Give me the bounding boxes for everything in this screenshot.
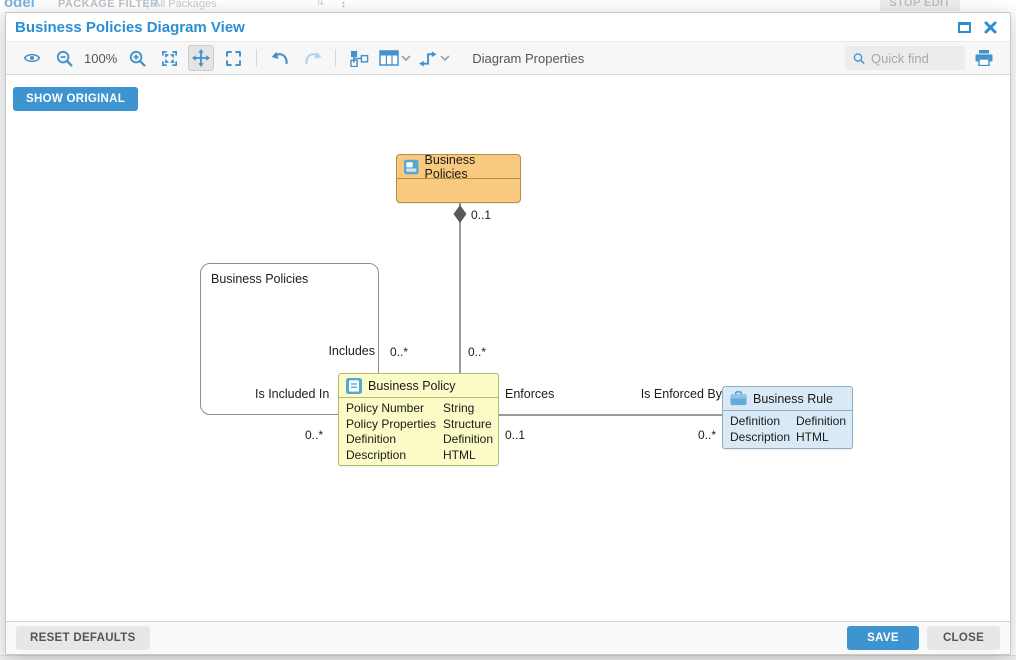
overflow-menu-icon: ⋮ <box>338 0 349 9</box>
dialog-title: Business Policies Diagram View <box>15 19 948 36</box>
package-icon <box>404 159 419 175</box>
aggregation-diamond-icon <box>453 205 467 223</box>
attribute-type: Structure <box>443 417 498 433</box>
show-original-button[interactable]: SHOW ORIGINAL <box>13 87 138 111</box>
background-app-bar: odel PACKAGE FILTER | All Packages ⇅ ⋮ S… <box>0 0 1016 12</box>
diagram-toolbar: 100% <box>6 42 1010 75</box>
connector-style-icon <box>419 50 438 67</box>
visibility-button[interactable] <box>19 45 45 71</box>
entity-title: Business Policy <box>368 379 456 393</box>
document-icon <box>346 378 362 394</box>
background-app-name-fragment: odel <box>4 0 35 11</box>
zoom-out-icon <box>56 50 73 67</box>
entity-title: Business Rule <box>753 392 833 406</box>
chevron-down-icon <box>401 55 411 61</box>
redo-icon <box>303 51 322 65</box>
reset-defaults-button[interactable]: RESET DEFAULTS <box>16 626 150 650</box>
print-button[interactable] <box>971 45 997 71</box>
close-button[interactable] <box>980 17 1000 37</box>
attribute-name: Policy Number <box>346 401 443 417</box>
sort-icon: ⇅ <box>316 0 324 8</box>
package-filter-label: PACKAGE FILTER <box>58 0 159 10</box>
move-icon <box>192 49 210 67</box>
entity-title: Business Policies <box>425 154 513 181</box>
diagram-view-dialog: Business Policies Diagram View 100% <box>5 12 1011 655</box>
search-icon <box>853 51 865 66</box>
attribute-row: Description HTML <box>346 448 498 464</box>
fit-to-screen-button[interactable] <box>156 45 182 71</box>
dialog-footer: RESET DEFAULTS SAVE CLOSE <box>6 621 1010 654</box>
redo-button[interactable] <box>299 45 325 71</box>
attribute-name: Definition <box>346 432 443 448</box>
print-icon <box>975 50 993 66</box>
undo-button[interactable] <box>267 45 293 71</box>
save-button[interactable]: SAVE <box>847 626 919 650</box>
attribute-name: Definition <box>730 414 796 430</box>
attribute-type: HTML <box>796 430 852 446</box>
entity-business-policies[interactable]: Business Policies <box>396 154 521 203</box>
attribute-row: Definition Definition <box>730 414 852 430</box>
attribute-row: Definition Definition <box>346 432 498 448</box>
pan-move-button[interactable] <box>188 45 214 71</box>
cardinality-contains: 0..* <box>468 345 486 359</box>
attribute-row: Policy Number String <box>346 401 498 417</box>
cardinality-enforces: 0..1 <box>505 428 525 442</box>
cardinality-includes: 0..* <box>390 345 408 359</box>
package-filter-separator: | <box>146 0 149 10</box>
toolbar-separator <box>256 49 257 67</box>
quick-find-box[interactable] <box>845 46 965 70</box>
background-bottom-edge <box>0 655 1016 660</box>
marquee-select-icon <box>226 51 241 66</box>
entity-business-rule[interactable]: Business Rule Definition Definition Desc… <box>722 386 853 449</box>
attribute-type: Definition <box>796 414 852 430</box>
table-view-icon <box>379 50 399 66</box>
relationship-label-enforces: Enforces <box>505 387 554 401</box>
stop-edit-button: STOP EDIT <box>880 0 960 11</box>
maximize-icon <box>958 22 971 33</box>
subject-area-label: Business Policies <box>211 272 308 286</box>
package-filter-value: All Packages <box>153 0 217 10</box>
undo-icon <box>271 51 290 65</box>
zoom-in-button[interactable] <box>124 45 150 71</box>
diagram-properties-button[interactable]: Diagram Properties <box>472 51 584 66</box>
briefcase-icon <box>730 391 747 406</box>
close-icon <box>984 21 997 34</box>
close-dialog-button[interactable]: CLOSE <box>927 626 1000 650</box>
auto-layout-button[interactable] <box>346 45 372 71</box>
auto-layout-icon <box>350 50 369 67</box>
relationship-line-enforces[interactable] <box>499 414 722 416</box>
relationship-label-is-enforced-by: Is Enforced By <box>634 387 722 401</box>
attribute-type: Definition <box>443 432 498 448</box>
relationship-label-includes: Includes <box>260 344 375 358</box>
zoom-out-button[interactable] <box>51 45 77 71</box>
attribute-name: Description <box>730 430 796 446</box>
relationship-label-is-included-in: Is Included In <box>255 387 329 401</box>
maximize-button[interactable] <box>954 17 974 37</box>
diagram-canvas[interactable]: SHOW ORIGINAL Business Policies 0..1 Inc… <box>6 75 1010 621</box>
attribute-row: Policy Properties Structure <box>346 417 498 433</box>
zoom-in-icon <box>129 50 146 67</box>
zoom-level-display: 100% <box>84 51 117 66</box>
quick-find-input[interactable] <box>871 51 957 66</box>
fit-to-screen-icon <box>160 49 179 68</box>
table-view-button[interactable] <box>378 45 412 71</box>
attribute-name: Policy Properties <box>346 417 443 433</box>
attribute-type: String <box>443 401 498 417</box>
cardinality-is-enforced-by: 0..* <box>688 428 716 442</box>
marquee-select-button[interactable] <box>220 45 246 71</box>
cardinality-aggregation: 0..1 <box>471 208 491 222</box>
eye-icon <box>23 51 41 65</box>
attribute-row: Description HTML <box>730 430 852 446</box>
attribute-type: HTML <box>443 448 498 464</box>
relationship-line-vertical[interactable] <box>459 203 461 373</box>
attribute-name: Description <box>346 448 443 464</box>
entity-business-policy[interactable]: Business Policy Policy Number String Pol… <box>338 373 499 466</box>
connector-style-button[interactable] <box>418 45 451 71</box>
cardinality-is-included-in: 0..* <box>305 428 323 442</box>
chevron-down-icon <box>440 55 450 61</box>
toolbar-separator <box>335 49 336 67</box>
dialog-titlebar: Business Policies Diagram View <box>6 13 1010 42</box>
